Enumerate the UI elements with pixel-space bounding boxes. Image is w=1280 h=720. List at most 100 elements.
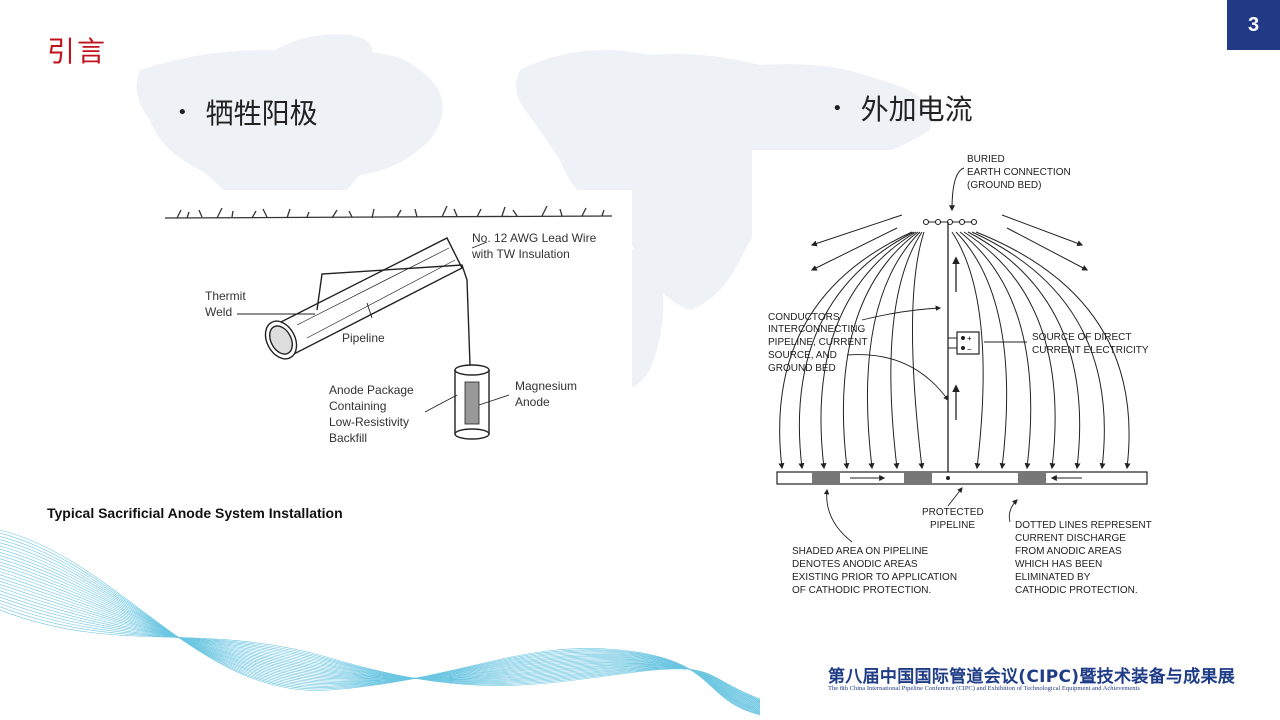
outward-current-arrow (810, 214, 903, 247)
sacrificial-anode-diagram: No. 12 AWG Lead Wire with TW Insulation … (157, 190, 632, 460)
wave-lines (0, 529, 761, 716)
current-arc (866, 231, 921, 470)
label-anode-package: Anode Package (329, 383, 414, 397)
impressed-current-diagram: + − BURIED EARTH CONNECTION (GROUND BED)… (752, 150, 1162, 605)
label-dotted-2: CURRENT DISCHARGE (1015, 533, 1126, 544)
outward-current-arrow (1006, 227, 1089, 271)
anode-package (454, 364, 490, 440)
bullet-sacrificial-anode: • 牺牲阳极 (177, 92, 318, 132)
current-arc (912, 231, 925, 470)
pipeline-drawing (264, 237, 463, 360)
label-magnesium: Magnesium (515, 379, 577, 393)
slide-title: 引言 (47, 35, 108, 68)
label-dotted: DOTTED LINES REPRESENT (1015, 520, 1152, 531)
label-shaded-2: DENOTES ANODIC AREAS (792, 559, 918, 570)
buried-arrow (949, 167, 965, 212)
current-arc (955, 231, 1008, 470)
outward-current-arrow (810, 227, 898, 271)
label-dotted-5: ELIMINATED BY (1015, 572, 1091, 583)
current-arc (820, 231, 917, 470)
wave-line (0, 600, 761, 702)
label-earth-connection: EARTH CONNECTION (967, 167, 1071, 178)
current-arc (975, 231, 1131, 470)
label-pipeline: Pipeline (342, 331, 385, 345)
anodic-area-3 (1018, 472, 1046, 484)
anodic-area-1 (812, 472, 840, 484)
callout-lines (237, 241, 510, 413)
wave-line (0, 548, 761, 712)
ground-surface (164, 205, 613, 219)
current-arc (971, 231, 1106, 470)
label-anode-package-3: Low-Resistivity (329, 415, 409, 429)
label-protected-pipeline: PIPELINE (930, 520, 975, 531)
label-dotted-3: FROM ANODIC AREAS (1015, 546, 1122, 557)
label-shaded-4: OF CATHODIC PROTECTION. (792, 585, 931, 596)
wave-line (0, 539, 761, 714)
wave-line (0, 536, 761, 715)
footer-conference-en: The 8th China International Pipeline Con… (828, 685, 1140, 692)
label-anode-package-4: Backfill (329, 431, 367, 445)
label-conductors-4: SOURCE, AND (768, 350, 837, 361)
current-arc (959, 231, 1032, 470)
label-conductors: CONDUCTORS (768, 312, 840, 323)
dc-source-box: + − (948, 331, 980, 355)
label-ground-bed: (GROUND BED) (967, 180, 1041, 191)
minus-sign: − (967, 345, 972, 354)
bullet-impressed-current: • 外加电流 (832, 88, 973, 128)
current-flow-lines (778, 214, 1131, 470)
wave-line (0, 552, 761, 711)
lead-wire (316, 264, 471, 366)
label-shaded: SHADED AREA ON PIPELINE (792, 546, 928, 557)
label-weld: Weld (205, 305, 232, 319)
wave-line (0, 580, 761, 706)
label-source: SOURCE OF DIRECT (1032, 332, 1131, 343)
current-arc (951, 231, 984, 470)
wave-line (0, 529, 761, 716)
wave-line (0, 545, 761, 713)
wave-line (0, 593, 761, 703)
current-arc (963, 231, 1056, 470)
label-shaded-3: EXISTING PRIOR TO APPLICATION (792, 572, 957, 583)
label-buried: BURIED (967, 154, 1005, 165)
anodic-area-2 (904, 472, 932, 484)
label-magnesium-anode: Anode (515, 395, 550, 409)
current-arc (842, 231, 919, 470)
protected-pipeline (776, 471, 1148, 485)
label-thermit: Thermit (205, 289, 246, 303)
label-source-2: CURRENT ELECTRICITY (1032, 345, 1149, 356)
label-lead-wire: No. 12 AWG Lead Wire (472, 231, 597, 245)
wave-line (0, 564, 761, 709)
current-arc (967, 231, 1081, 470)
wave-line (0, 561, 761, 709)
wave-line (0, 587, 761, 704)
bullet-text: 牺牲阳极 (205, 97, 318, 130)
current-arc (890, 231, 923, 470)
label-conductors-2: INTERCONNECTING (768, 324, 865, 335)
bullet-dot: • (177, 101, 188, 123)
ground-bed (922, 218, 978, 226)
wave-line (0, 558, 761, 710)
wave-line (0, 609, 761, 700)
wave-line (0, 574, 761, 707)
bullet-text: 外加电流 (860, 93, 973, 126)
wave-line (0, 568, 761, 708)
label-anode-package-2: Containing (329, 399, 386, 413)
wave-line (0, 603, 761, 701)
label-dotted-4: WHICH HAS BEEN (1015, 559, 1102, 570)
figure-caption: Typical Sacrificial Anode System Install… (47, 505, 343, 521)
wave-line (0, 596, 761, 702)
page-number-badge: 3 (1227, 0, 1280, 50)
current-arc (798, 231, 915, 470)
callout-lines (823, 305, 1028, 543)
bullet-dot: • (832, 97, 843, 119)
outward-current-arrow (1001, 214, 1084, 247)
wave-line (0, 606, 761, 700)
label-protected: PROTECTED (922, 507, 984, 518)
plus-sign: + (967, 334, 972, 343)
label-conductors-3: PIPELINE, CURRENT (768, 337, 867, 348)
current-arc (778, 231, 913, 470)
footer-conference-cn: 第八届中国国际管道会议(CIPC)暨技术装备与成果展 (828, 667, 1236, 687)
label-conductors-5: GROUND BED (768, 363, 836, 374)
vertical-conductor (947, 222, 960, 472)
